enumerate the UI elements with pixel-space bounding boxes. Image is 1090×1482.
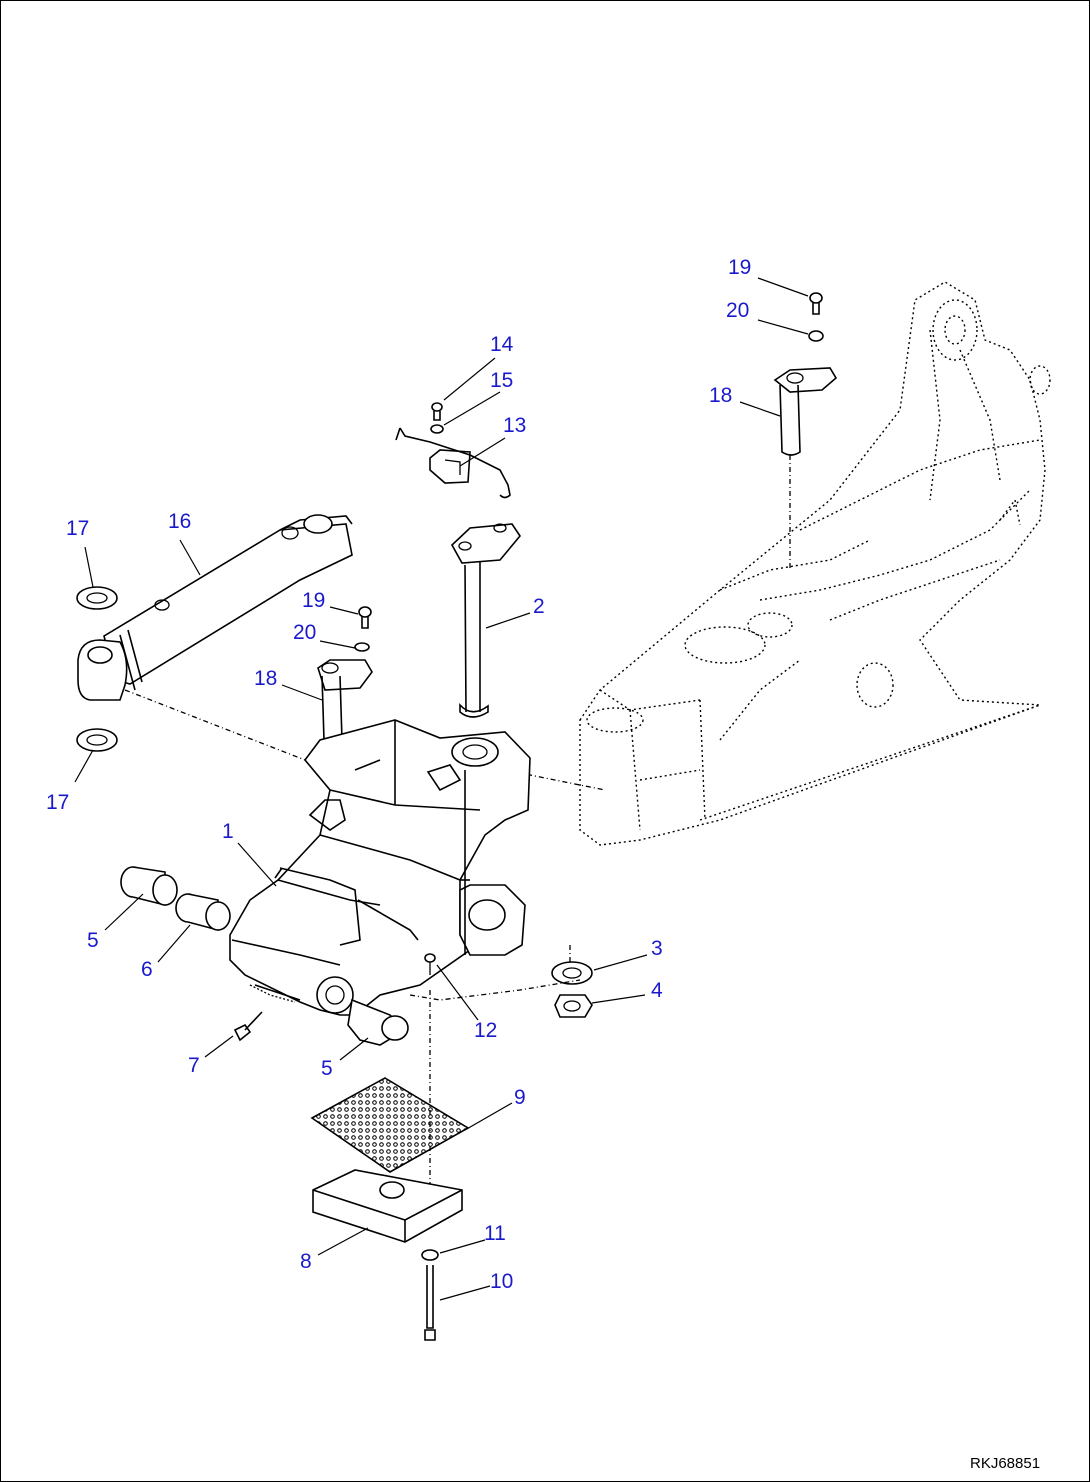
- callout-16: 16: [168, 510, 191, 533]
- callout-12: 12: [474, 1019, 497, 1042]
- callout-19-upper: 19: [728, 256, 751, 279]
- callout-13: 13: [503, 414, 526, 437]
- callout-8: 8: [300, 1250, 312, 1273]
- callout-20-upper: 20: [726, 299, 749, 322]
- cylinder-16: [77, 514, 353, 701]
- bolt-19-upper: [809, 292, 823, 315]
- nut-4: [554, 994, 593, 1018]
- callout-18-lower: 18: [254, 667, 277, 690]
- callout-17-upper: 17: [66, 517, 89, 540]
- washer-17-upper: [76, 586, 118, 610]
- callout-15: 15: [490, 369, 513, 392]
- swing-bracket-1: [229, 719, 531, 1016]
- bushing-5-left: [120, 866, 178, 907]
- callout-19-lower: 19: [302, 589, 325, 612]
- callout-2: 2: [533, 595, 545, 618]
- washer-17-lower: [76, 728, 118, 752]
- washer-20-upper: [808, 330, 824, 342]
- bolt-19-lower: [358, 606, 372, 629]
- callout-6: 6: [141, 958, 153, 981]
- callout-3: 3: [651, 937, 663, 960]
- callout-14: 14: [490, 333, 514, 356]
- plate-9: [310, 1077, 470, 1173]
- bolt-12: [424, 953, 436, 975]
- grease-fitting-7: [233, 1011, 263, 1042]
- pin-18-upper: [773, 367, 838, 570]
- base-plate-8: [312, 1169, 463, 1243]
- leader-lines: [74, 277, 809, 1301]
- bushing-6: [175, 893, 231, 932]
- bracket-13: [395, 402, 511, 499]
- reference-lines: [124, 689, 606, 1210]
- callout-18-upper: 18: [709, 384, 732, 407]
- rod-2: [450, 523, 521, 718]
- drawing-id: RKJ68851: [970, 1455, 1040, 1472]
- bushing-5-right: [347, 998, 409, 1046]
- callout-labels: 19 20 18 14 15 13 16 17 17 2 19 20 18 1 …: [46, 256, 751, 1293]
- callout-1: 1: [222, 820, 234, 843]
- callout-20-lower: 20: [293, 621, 316, 644]
- washer-11: [421, 1249, 439, 1261]
- callout-11: 11: [484, 1222, 506, 1245]
- callout-17-lower: 17: [46, 791, 69, 814]
- callout-9: 9: [514, 1086, 526, 1109]
- callout-5-left: 5: [87, 929, 99, 952]
- washer-20-lower: [354, 642, 370, 652]
- callout-4: 4: [651, 979, 663, 1002]
- callout-5-right: 5: [321, 1057, 333, 1080]
- boom-frame-outline: [579, 281, 1051, 846]
- bolt-10: [424, 1265, 436, 1341]
- washer-3: [551, 961, 593, 985]
- callout-10: 10: [490, 1270, 513, 1293]
- callout-7: 7: [188, 1054, 200, 1077]
